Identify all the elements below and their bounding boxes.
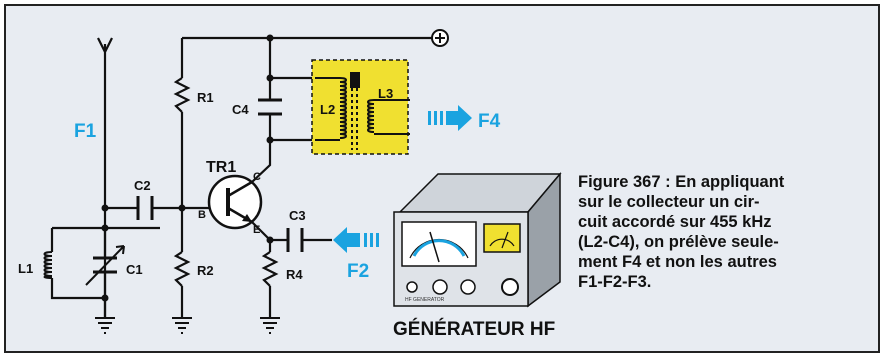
signal-f2: F2 <box>347 261 369 282</box>
inductor-l1 <box>43 251 53 279</box>
resistor-r1 <box>173 77 191 113</box>
caption-line: sur le collecteur un cir- <box>578 193 760 211</box>
label-l1: L1 <box>18 261 33 276</box>
capacitor-c3 <box>286 228 304 252</box>
caption-line: F1-F2-F3. <box>578 273 652 291</box>
capacitor-c2 <box>136 196 154 220</box>
label-l3: L3 <box>378 86 393 101</box>
transistor-tr1 <box>207 174 263 230</box>
hf-generator: HF GENERATOR <box>393 171 562 308</box>
caption-line: Figure 367 : En appliquant <box>578 173 785 191</box>
label-b: B <box>198 209 206 221</box>
signal-f1: F1 <box>74 121 97 142</box>
caption-line: cuit accordé sur 455 kHz <box>578 213 772 231</box>
label-c2: C2 <box>134 178 151 193</box>
signal-f4: F4 <box>478 111 501 132</box>
label-l2: L2 <box>320 102 335 117</box>
figure-caption: Figure 367 : En appliquant sur le collec… <box>578 172 878 292</box>
label-e: E <box>253 224 260 236</box>
label-c1: C1 <box>126 262 143 277</box>
label-r4: R4 <box>286 267 303 282</box>
label-c4: C4 <box>232 102 249 117</box>
plus-terminal <box>431 29 449 47</box>
ground-icon <box>95 317 280 334</box>
resistor-r4 <box>261 251 279 287</box>
caption-line: ment F4 et non les autres <box>578 253 777 271</box>
resistor-r2 <box>173 251 191 287</box>
caption-line: (L2-C4), on prélève seule- <box>578 233 779 251</box>
label-c: C <box>253 171 261 183</box>
tuned-tank-box <box>311 59 410 155</box>
f4-arrow-icon <box>428 105 472 131</box>
label-r2: R2 <box>197 263 214 278</box>
label-tr1: TR1 <box>206 159 236 176</box>
generator-title: GÉNÉRATEUR HF <box>393 318 555 340</box>
generator-panel-text: HF GENERATOR <box>405 297 445 303</box>
capacitor-c4 <box>258 98 282 116</box>
label-c3: C3 <box>289 208 306 223</box>
label-r1: R1 <box>197 90 214 105</box>
f2-arrow-icon <box>333 227 379 253</box>
